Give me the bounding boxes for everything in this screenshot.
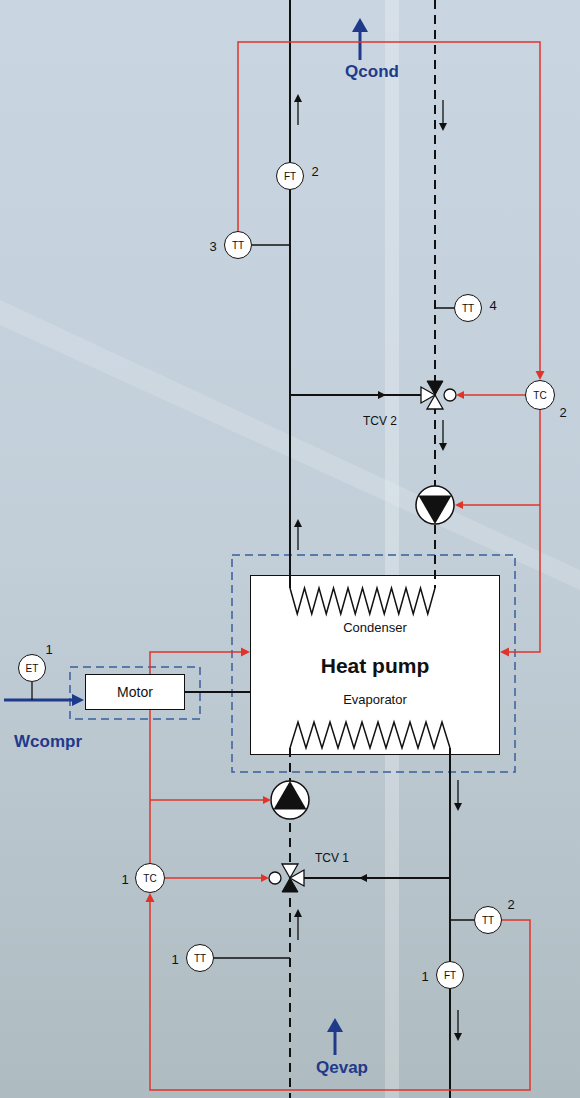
instrument-tag: TC [533, 390, 546, 401]
arrow-head [500, 648, 509, 657]
instrument-bubble: TT3 [224, 231, 252, 259]
coil-label: Evaporator [251, 692, 499, 707]
valve-tag: TCV 2 [363, 414, 397, 428]
motor-box: Motor [85, 674, 185, 710]
drive-shaft [185, 692, 250, 693]
motor-label: Motor [117, 684, 153, 700]
callout-number: 1 [45, 642, 52, 657]
connector-path [509, 410, 540, 652]
signal-line [146, 893, 531, 1090]
arrow-head [146, 893, 155, 902]
callout-number: 4 [489, 298, 496, 313]
coil-label: Condenser [251, 620, 499, 635]
valve-tag: TCV 1 [315, 851, 349, 865]
instrument-bubble: FT2 [276, 162, 304, 190]
energy-label: Wcompr [14, 732, 82, 752]
callout-number: 2 [311, 164, 318, 179]
signal-line [500, 410, 540, 657]
instrument-tag: ET [26, 663, 39, 674]
instrument-bubble: TT2 [474, 906, 502, 934]
callout-number: 1 [421, 969, 428, 984]
instrument-bubble: ET1 [18, 654, 46, 682]
arrow-head [536, 371, 545, 380]
instrument-bubble: TC2 [525, 380, 555, 410]
callout-number: 1 [171, 952, 178, 967]
instrument-bubble: TT4 [454, 294, 482, 322]
instrument-tag: TT [462, 303, 474, 314]
instrument-tag: TC [143, 873, 156, 884]
instrument-tag: TT [232, 240, 244, 251]
energy-label: Qcond [345, 62, 399, 82]
energy-label: Qevap [316, 1058, 368, 1078]
connector-path [185, 691, 250, 693]
signal-line [238, 42, 545, 380]
callout-number: 1 [121, 872, 128, 887]
arrow-head [241, 648, 250, 657]
callout-number: 2 [507, 897, 514, 912]
connector-path [150, 902, 530, 1090]
callout-number: 3 [209, 239, 216, 254]
instrument-tag: FT [444, 970, 456, 981]
instrument-tag: TT [482, 915, 494, 926]
unit-title: Heat pump [251, 654, 499, 678]
instrument-bubble: TC1 [135, 863, 165, 893]
heat-pump-box: CondenserHeat pumpEvaporator [250, 575, 500, 755]
instrument-bubble: TT1 [186, 944, 214, 972]
callout-number: 2 [559, 405, 566, 420]
instrument-bubble: FT1 [436, 961, 464, 989]
instrument-tag: FT [284, 171, 296, 182]
instrument-tag: TT [194, 953, 206, 964]
connector-path [238, 42, 540, 371]
